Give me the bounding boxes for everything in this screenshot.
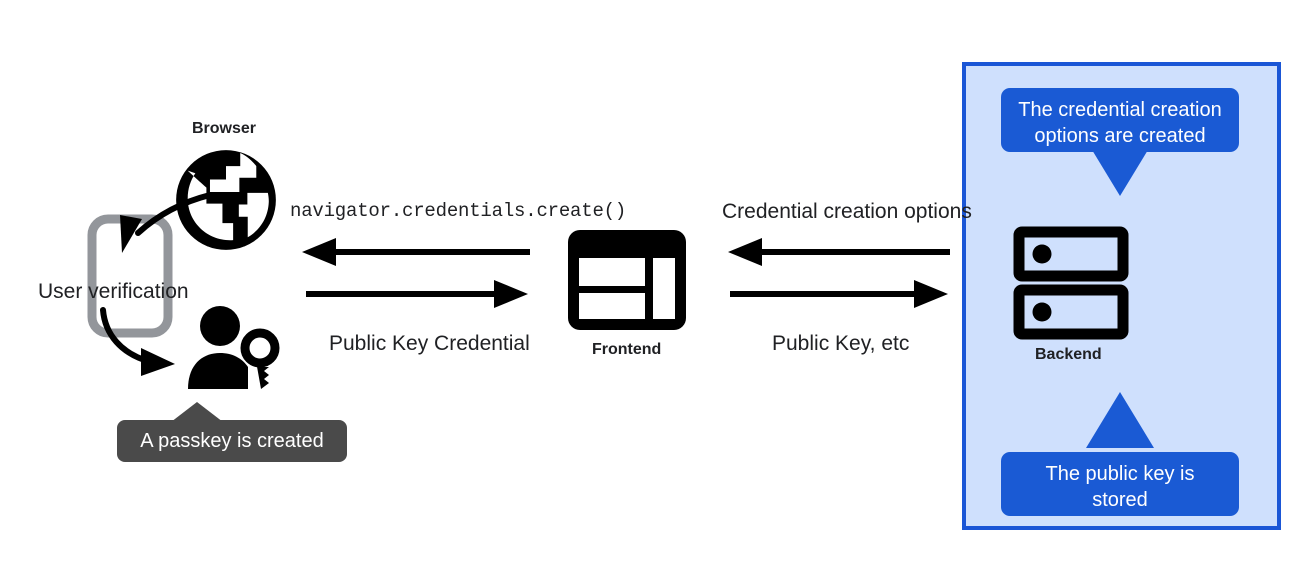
frontend-label: Frontend <box>592 341 662 358</box>
backend-bottom-callout: The public key is stored <box>1001 452 1239 516</box>
passkey-tooltip-tail <box>171 402 223 422</box>
arrow-browser-to-phone <box>90 185 220 275</box>
arrow-phone-to-user <box>95 307 215 388</box>
backend-top-callout-line2: options are created <box>1034 125 1206 147</box>
backend-bottom-callout-line2: stored <box>1092 489 1148 511</box>
server-rack-icon <box>1013 226 1129 340</box>
backend-label: Backend <box>1035 346 1102 363</box>
backend-top-callout-line1: The credential creation <box>1018 99 1222 121</box>
smartphone-icon <box>87 214 173 338</box>
arrow-frontend-to-backend <box>730 280 948 308</box>
flow-label-navigator-create: navigator.credentials.create() <box>290 200 627 222</box>
flow-label-public-key-etc: Public Key, etc <box>772 332 910 355</box>
arrow-frontend-to-browser <box>302 238 532 266</box>
web-layout-icon <box>568 230 686 330</box>
passkey-tooltip: A passkey is created <box>117 420 347 462</box>
browser-label: Browser <box>192 120 257 137</box>
flow-label-public-key-credential: Public Key Credential <box>329 332 530 355</box>
globe-icon <box>169 143 283 257</box>
arrow-backend-to-frontend <box>728 238 950 266</box>
backend-bottom-callout-tail <box>1086 392 1154 448</box>
arrow-browser-to-frontend <box>306 280 528 308</box>
user-verification-label: User verification <box>38 280 189 303</box>
flow-label-credential-creation-options: Credential creation options <box>722 200 972 223</box>
backend-bottom-callout-line1: The public key is <box>1045 463 1195 485</box>
user-with-key-icon <box>186 305 286 393</box>
backend-top-callout: The credential creation options are crea… <box>1001 88 1239 152</box>
